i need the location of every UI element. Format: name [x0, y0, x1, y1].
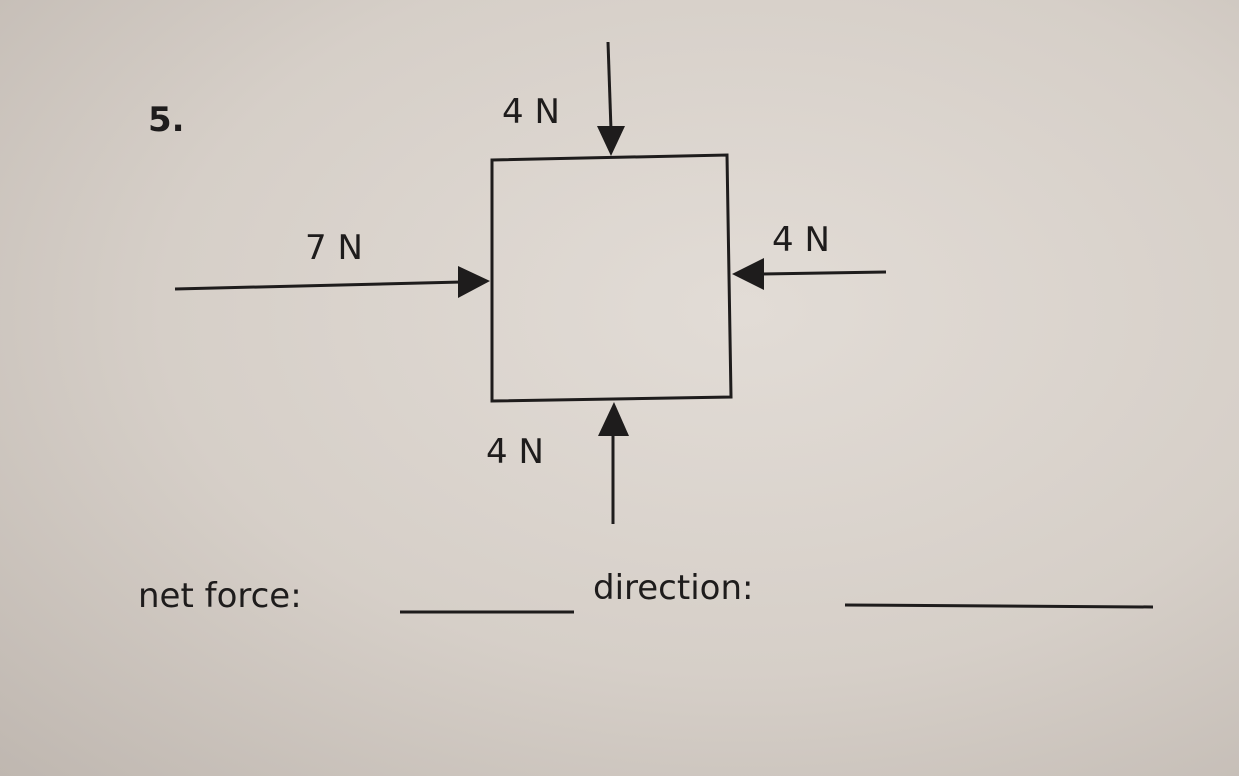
arrow-top — [606, 41, 613, 131]
direction-label: direction: — [593, 568, 754, 608]
arrow-bottom-head — [598, 402, 629, 436]
arrow-right-head — [732, 258, 764, 290]
arrow-left-head — [458, 266, 490, 298]
arrow-left — [174, 280, 463, 291]
force-label-bottom: 4 N — [486, 432, 544, 472]
direction-blank — [844, 603, 1154, 609]
problem-number: 5. — [148, 100, 185, 140]
net-force-label: net force: — [138, 576, 302, 616]
force-label-top: 4 N — [502, 92, 560, 132]
arrow-top-head — [597, 126, 625, 156]
arrow-right — [759, 270, 887, 276]
force-label-right: 4 N — [772, 220, 830, 260]
box — [490, 153, 733, 403]
force-label-left: 7 N — [305, 228, 363, 268]
